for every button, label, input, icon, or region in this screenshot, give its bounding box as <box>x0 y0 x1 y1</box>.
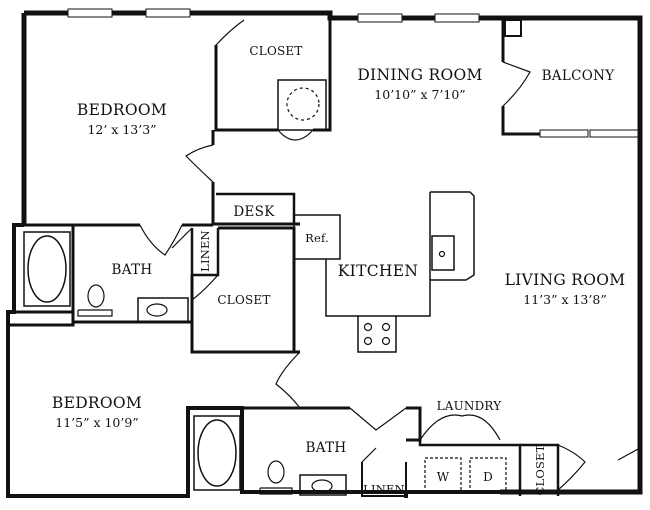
bath-2-label: BATH <box>306 440 347 456</box>
closet-3-label: CLOSET <box>533 444 547 495</box>
room-labels: BEDROOM 12’ x 13’3” CLOSET DINING ROOM 1… <box>52 44 626 496</box>
dining-room-dims: 10’10” x 7’10” <box>374 87 465 102</box>
living-room-label: LIVING ROOM <box>505 271 626 289</box>
balcony-label: BALCONY <box>542 68 616 84</box>
bedroom-2-dims: 11’5” x 10’9” <box>55 415 138 430</box>
bedroom-1-label: BEDROOM <box>77 101 167 119</box>
windows <box>67 8 639 138</box>
linen-2-label: LINEN <box>363 482 405 496</box>
bath-1-label: BATH <box>112 262 153 278</box>
closet-1-label: CLOSET <box>249 44 302 58</box>
kitchen-label: KITCHEN <box>338 262 418 280</box>
laundry-label: LAUNDRY <box>437 399 503 413</box>
refrigerator-label: Ref. <box>305 231 329 245</box>
dining-room-label: DINING ROOM <box>357 66 482 84</box>
bedroom-2-label: BEDROOM <box>52 394 142 412</box>
linen-1-label: LINEN <box>198 230 212 272</box>
living-room-dims: 11’3” x 13’8” <box>523 292 606 307</box>
closet-2-label: CLOSET <box>217 293 270 307</box>
dryer-label: D <box>483 470 493 484</box>
walls <box>6 8 643 498</box>
desk-label: DESK <box>233 204 275 220</box>
bedroom-1-dims: 12’ x 13’3” <box>87 122 156 137</box>
washer-label: W <box>437 470 450 484</box>
